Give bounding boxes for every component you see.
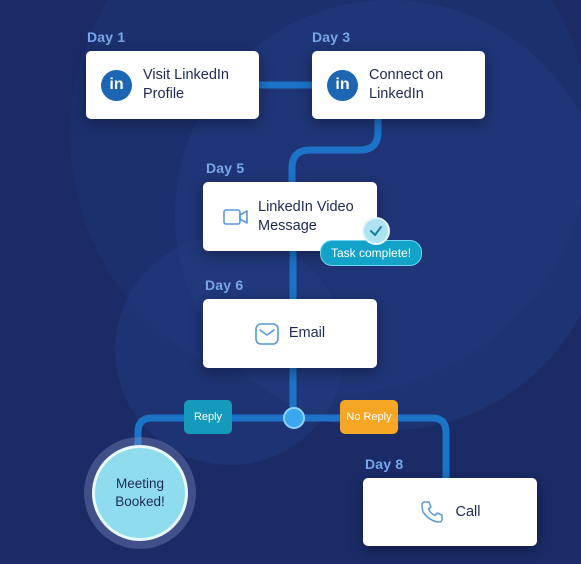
reply-branch-pill[interactable]: Reply xyxy=(184,400,232,434)
linkedin-icon: in xyxy=(327,69,358,101)
day-label-3: Day 3 xyxy=(312,29,351,45)
call-label: Call xyxy=(455,503,481,520)
linkedin-icon: in xyxy=(101,69,132,101)
visit-linkedin-line1: Visit LinkedIn xyxy=(143,67,229,83)
email-label: Email xyxy=(288,325,326,341)
day-label-1: Day 1 xyxy=(87,29,126,45)
check-icon xyxy=(362,217,390,245)
meeting-line1: Meeting xyxy=(115,476,164,491)
day-label-5: Day 5 xyxy=(206,160,245,176)
video-message-line1: LinkedIn Video xyxy=(258,198,354,215)
day-label-6: Day 6 xyxy=(205,277,244,293)
connect-linkedin-card[interactable]: in Connect on LinkedIn xyxy=(312,51,485,119)
video-camera-icon xyxy=(223,208,249,226)
connect-linkedin-line1: Connect on xyxy=(369,67,444,83)
video-message-card[interactable]: LinkedIn Video Message xyxy=(203,182,377,251)
branch-node xyxy=(283,407,305,429)
visit-linkedin-card[interactable]: in Visit LinkedIn Profile xyxy=(86,51,259,119)
meeting-line2: Booked! xyxy=(115,494,165,509)
phone-icon xyxy=(420,500,444,524)
meeting-booked-node[interactable]: Meeting Booked! xyxy=(92,445,188,541)
call-card[interactable]: Call xyxy=(363,478,537,546)
video-message-line2: Message xyxy=(258,217,317,234)
email-card[interactable]: Email xyxy=(203,299,377,368)
no-reply-branch-pill[interactable]: No Reply xyxy=(340,400,398,434)
envelope-icon xyxy=(255,322,279,345)
connect-linkedin-line2: LinkedIn xyxy=(369,86,424,102)
visit-linkedin-line2: Profile xyxy=(143,86,185,102)
day-label-8: Day 8 xyxy=(365,456,404,472)
